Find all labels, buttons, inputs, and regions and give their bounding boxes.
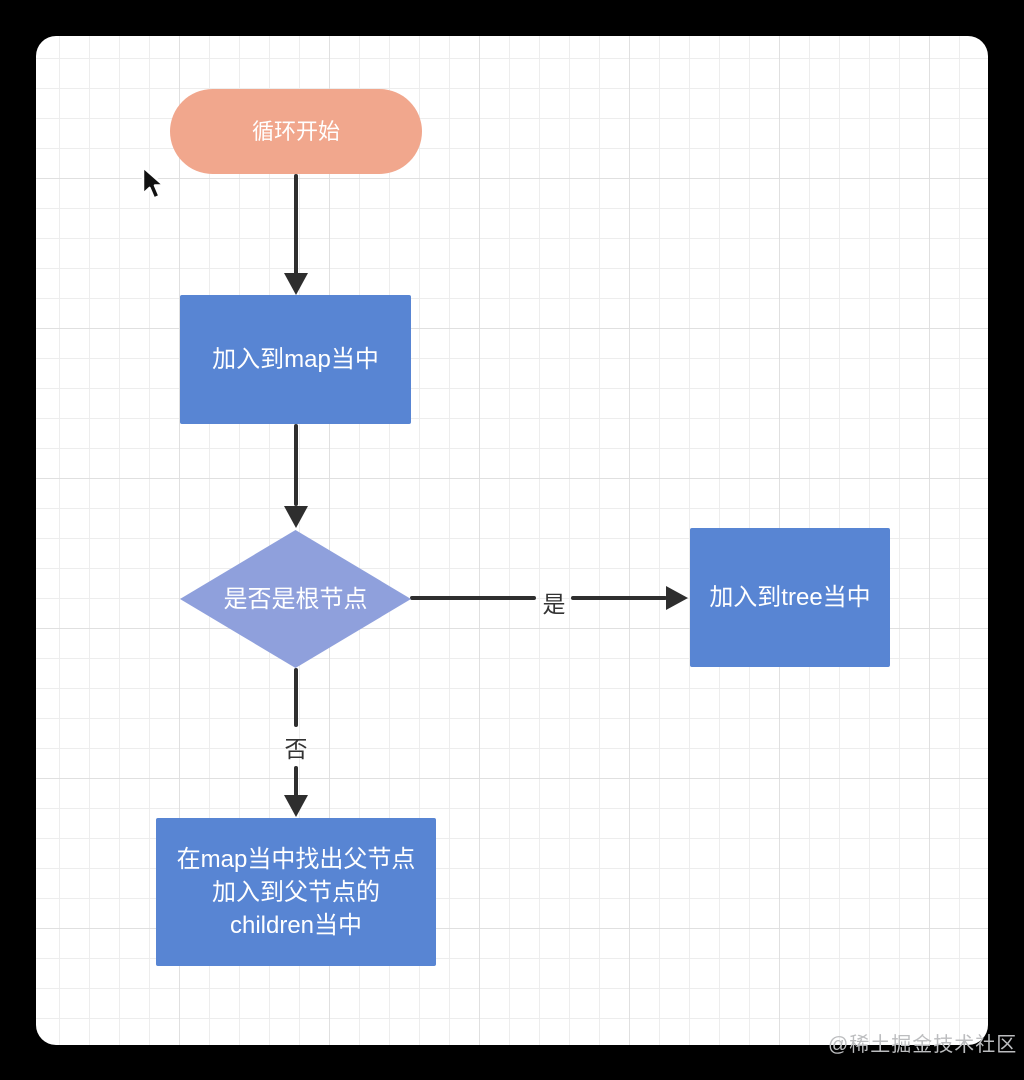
- edge-start-to-map-line: [294, 174, 298, 277]
- watermark-text: @稀土掘金技术社区: [828, 1034, 1018, 1056]
- edge-label-no: 否: [284, 736, 308, 762]
- edge-map-to-root-arrowhead-icon: [284, 506, 308, 528]
- add-to-children-node[interactable]: 在map当中找出父节点加入到父节点的children当中: [156, 818, 436, 966]
- add-to-tree-node[interactable]: 加入到tree当中: [690, 528, 890, 667]
- edge-start-to-map-arrowhead-icon: [284, 273, 308, 295]
- add-to-map-node[interactable]: 加入到map当中: [180, 295, 411, 424]
- edge-yes-arrowhead-icon: [666, 586, 688, 610]
- start-node-label: 循环开始: [251, 119, 340, 144]
- edge-yes-line-left: [410, 596, 536, 600]
- edge-yes-line-right: [571, 596, 667, 600]
- mouse-cursor-icon: [141, 165, 166, 200]
- edge-no-line-bottom: [294, 766, 298, 798]
- edge-no-line-top: [294, 668, 298, 727]
- edge-map-to-root-line: [294, 424, 298, 506]
- add-to-map-node-label: 加入到map当中: [212, 346, 379, 373]
- start-node[interactable]: 循环开始: [170, 89, 422, 174]
- is-root-decision-label: 是否是根节点: [223, 585, 368, 613]
- add-to-tree-node-label: 加入到tree当中: [709, 584, 871, 611]
- edge-no-arrowhead-icon: [284, 795, 308, 817]
- edge-label-yes: 是: [542, 591, 566, 617]
- add-to-children-node-label: 在map当中找出父节点加入到父节点的children当中: [176, 845, 416, 939]
